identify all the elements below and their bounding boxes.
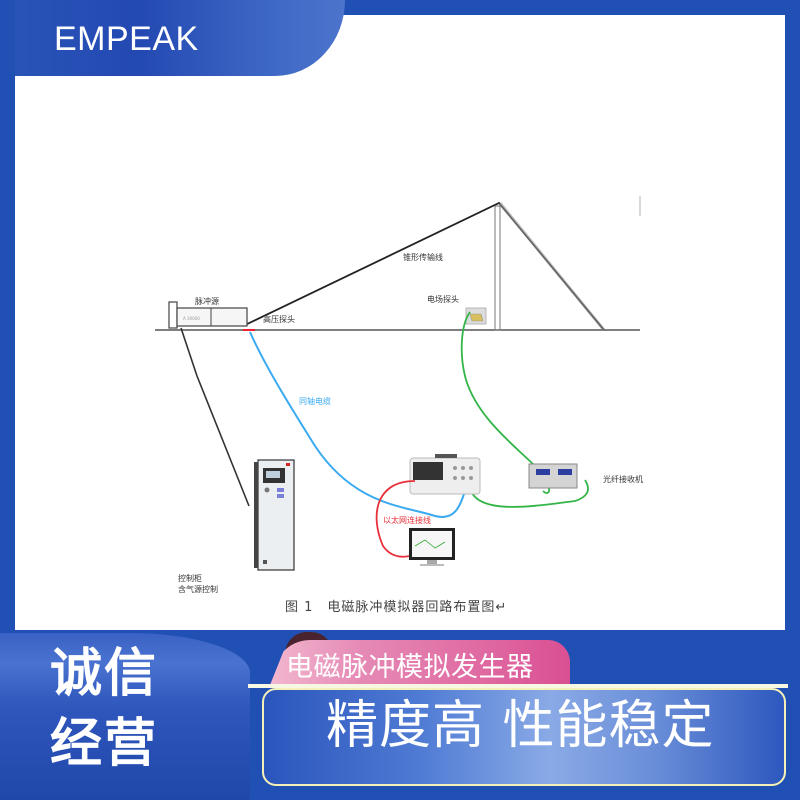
field-probe-icon xyxy=(469,313,484,322)
label-field-probe: 电场探头 xyxy=(427,294,459,304)
slogan-line-2: 经营 xyxy=(50,714,159,774)
feature-text: 精度高 性能稳定 xyxy=(326,696,715,756)
fiber-cable-scope xyxy=(469,479,589,508)
logo-banner: EMPEAK xyxy=(0,0,345,76)
computer-monitor-icon xyxy=(409,528,455,566)
label-hv-probe: 高压探头 xyxy=(263,314,295,324)
feature-bar xyxy=(262,688,786,786)
cone-transmission-line xyxy=(242,201,605,331)
brand-logo: EMPEAK xyxy=(54,20,199,58)
slogan-block xyxy=(0,633,250,800)
figure-title: 电磁脉冲模拟器回路布置图↵ xyxy=(327,600,508,615)
label-coax: 同轴电缆 xyxy=(299,396,331,406)
control-cabinet-icon xyxy=(254,459,295,571)
label-ethernet: 以太网连接线 xyxy=(383,515,431,525)
pulse-source-icon: A 30000 xyxy=(168,301,248,329)
oscilloscope-icon xyxy=(409,454,481,495)
label-fiber-receiver: 光纤接收机 xyxy=(603,474,643,484)
fiber-receiver-icon xyxy=(528,463,578,489)
divider-strip xyxy=(248,684,788,688)
svg-text:A 30000: A 30000 xyxy=(183,316,200,321)
label-cone-line: 锥形传输线 xyxy=(403,252,443,262)
label-gas-control: 含气源控制 xyxy=(178,584,218,594)
label-control-cabinet: 控制柜 xyxy=(178,573,202,583)
figure-number: 图 1 xyxy=(285,600,314,615)
mast xyxy=(494,205,501,331)
circuit-diagram: A 30000 脉冲源 高压探头 锥形传输线 电场探头 同轴电缆 xyxy=(15,76,785,631)
slogan-line-1: 诚信 xyxy=(50,644,159,704)
label-pulse-source: 脉冲源 xyxy=(195,296,219,306)
coax-cable xyxy=(249,331,466,518)
product-name-tab xyxy=(270,640,570,685)
product-name: 电磁脉冲模拟发生器 xyxy=(286,652,534,683)
ethernet-cable xyxy=(375,480,416,558)
figure-caption: 图 1 电磁脉冲模拟器回路布置图↵ xyxy=(285,596,507,615)
control-cable xyxy=(180,327,250,507)
